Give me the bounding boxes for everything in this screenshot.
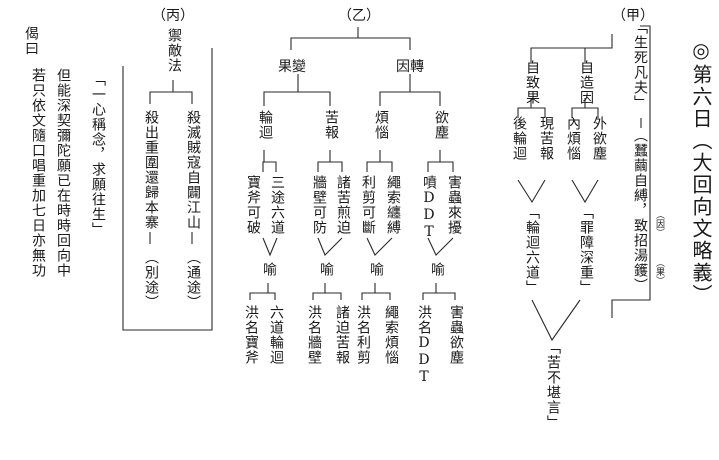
jia-note-cause: （因） bbox=[654, 210, 664, 237]
yi-yu-bracket-4 bbox=[249, 283, 276, 300]
yi-result-1-a: 害蟲欲塵 bbox=[448, 305, 464, 365]
jia-final: 「苦不堪言」 bbox=[545, 340, 561, 430]
jia-cause-v bbox=[571, 179, 599, 204]
bing-note-1: （通途） bbox=[185, 250, 201, 310]
yi-sub-2-b: 利剪可斷 bbox=[360, 175, 376, 235]
yi-v-1 bbox=[427, 237, 454, 256]
yi-result-2-b: 洪名利剪 bbox=[355, 305, 371, 365]
yi-result-1-b: 洪名DDT bbox=[416, 305, 432, 386]
yi-sub-2: 煩惱 bbox=[373, 110, 389, 140]
yi-sub-bracket-1 bbox=[427, 150, 454, 172]
yi-result-3-b: 洪名牆壁 bbox=[306, 305, 322, 365]
yi-sub-bracket-3 bbox=[317, 150, 343, 172]
jia-effect-1: 現苦報 bbox=[538, 116, 554, 161]
yi-yu-4: 喻 bbox=[261, 262, 277, 277]
yi-sub-1-a: 害蟲來擾 bbox=[446, 175, 462, 235]
jia-main-text: 「生死凡夫」 bbox=[632, 20, 648, 110]
yi-yu-1: 喻 bbox=[429, 262, 445, 277]
yi-result-2-a: 繩索煩惱 bbox=[383, 305, 399, 365]
bing-quote: 「一心稱念，求願往生」 bbox=[90, 72, 106, 237]
bing-method-2: 殺出重圍還歸本寨 bbox=[143, 110, 159, 230]
yi-sub-3-b: 牆壁可防 bbox=[311, 175, 327, 235]
verse-line-1: 但能深契彌陀願已在時時回向中 bbox=[55, 68, 71, 278]
bing-method-1: 殺滅賊寇自闢江山 bbox=[185, 110, 201, 230]
jia-outer-frame bbox=[611, 25, 651, 318]
jia-label: （甲） bbox=[612, 8, 654, 24]
yi-sub-3-a: 諸苦煎迫 bbox=[335, 175, 351, 235]
yi-sub-4: 輪迴 bbox=[257, 110, 273, 140]
bing-title: 禦敵法 bbox=[166, 28, 182, 73]
yi-sub-4-b: 寶斧可破 bbox=[245, 175, 261, 235]
jia-right-effect: 自致果 bbox=[524, 60, 540, 105]
jia-effect-v bbox=[517, 179, 546, 204]
yi-yu-bracket-3 bbox=[312, 283, 342, 300]
verse-line-2: 若只依文隨口唱重加七日亦無功 bbox=[30, 68, 46, 278]
bing-label: （丙） bbox=[152, 8, 194, 24]
yi-result-4-a: 六道輪迴 bbox=[268, 305, 284, 365]
jia-gloss: （蠶繭自縛，致招湯鑊） bbox=[632, 128, 648, 293]
bing-split bbox=[149, 80, 193, 104]
jia-effect-2: 後輪迴 bbox=[511, 116, 527, 161]
jia-quote-1: 「罪障深重」 bbox=[578, 205, 594, 295]
jia-split-bracket bbox=[530, 34, 613, 62]
yi-sub-bracket-2 bbox=[366, 150, 393, 172]
yi-yu-3: 喻 bbox=[318, 262, 334, 277]
yi-sub-1: 欲塵 bbox=[433, 110, 449, 140]
yi-sub-bracket-4 bbox=[262, 150, 277, 172]
yi-branch-guo: 果變 bbox=[278, 59, 306, 75]
yi-label: （乙） bbox=[338, 8, 380, 24]
yi-sub-2-a: 繩索纏縛 bbox=[385, 175, 401, 235]
yi-v-2 bbox=[366, 237, 393, 256]
jia-quote-2: 「輪迴六道」 bbox=[524, 205, 540, 295]
jia-effect-split bbox=[517, 98, 546, 118]
yi-yu-2: 喻 bbox=[368, 262, 384, 277]
yi-root-bracket bbox=[290, 27, 411, 50]
yi-sub-1-b: 噴DDT bbox=[421, 175, 437, 241]
page-heading: ◎第六日（大回向文略義） bbox=[689, 38, 713, 306]
yi-yu-bracket-1 bbox=[422, 283, 456, 300]
yi-branch-yin: 因轉 bbox=[396, 59, 424, 75]
yi-sub-3: 苦報 bbox=[323, 110, 339, 140]
yi-guo-split bbox=[263, 74, 331, 106]
jia-cause-split bbox=[571, 98, 599, 118]
yi-v-4 bbox=[262, 237, 278, 257]
jia-note-effect: （果） bbox=[654, 258, 664, 285]
bing-note-2: （別途） bbox=[143, 250, 159, 310]
yi-yu-bracket-2 bbox=[361, 283, 391, 300]
yi-result-4-b: 洪名寶斧 bbox=[243, 305, 259, 365]
jia-cause-2: 內煩惱 bbox=[565, 116, 581, 161]
yi-result-3-a: 諸迫苦報 bbox=[334, 305, 350, 365]
verse-label: 偈曰 bbox=[23, 26, 39, 56]
yi-sub-4-a: 三途六道 bbox=[269, 175, 285, 235]
yi-yin-split bbox=[379, 74, 441, 106]
bing-outer-frame bbox=[122, 48, 213, 331]
yi-v-3 bbox=[317, 237, 343, 256]
jia-cause-1: 外欲塵 bbox=[591, 116, 607, 161]
jia-final-v bbox=[531, 299, 581, 342]
jia-left-cause: 自造因 bbox=[578, 60, 594, 105]
